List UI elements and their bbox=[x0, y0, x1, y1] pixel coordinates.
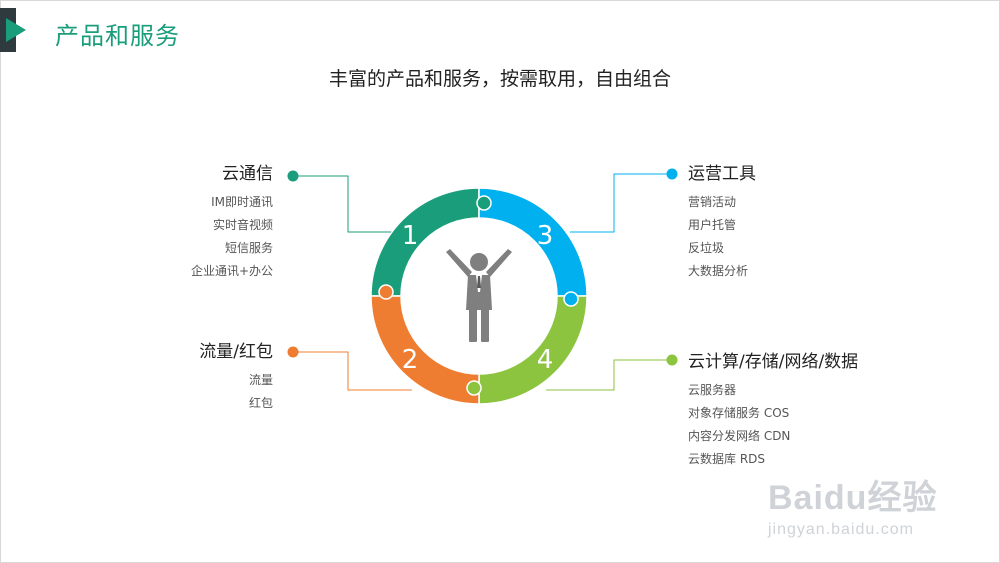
list-item: 营销活动 bbox=[688, 195, 737, 209]
segment-4-arc bbox=[478, 295, 588, 405]
group-items: 云服务器 对象存储服务 COS 内容分发网络 CDN 云数据库 RDS bbox=[688, 379, 858, 471]
segment-1-arc bbox=[370, 187, 480, 297]
watermark-url: jingyan.baidu.com bbox=[768, 521, 914, 538]
page-title: 产品和服务 bbox=[55, 22, 180, 50]
list-item: 红包 bbox=[248, 396, 273, 410]
list-item: IM即时通讯 bbox=[211, 195, 273, 209]
connector-segment-4 bbox=[546, 359, 672, 391]
group-items: 营销活动 用户托管 反垃圾 大数据分析 bbox=[688, 191, 756, 283]
group-cloud-communication: 云通信 IM即时通讯 实时音视频 短信服务 企业通讯+办公 bbox=[191, 163, 273, 283]
list-item: 短信服务 bbox=[224, 241, 273, 255]
segment-2-number: 2 bbox=[402, 345, 419, 375]
list-item: 流量 bbox=[248, 373, 273, 387]
tab-1-to-3 bbox=[476, 195, 492, 211]
segment-3-dot bbox=[666, 168, 678, 180]
watermark-logo: Baidu经验 bbox=[768, 479, 938, 517]
list-item: 企业通讯+办公 bbox=[190, 264, 273, 278]
segment-1-number: 1 bbox=[402, 221, 419, 251]
segment-3-number: 3 bbox=[537, 221, 554, 251]
group-cloud-computing: 云计算/存储/网络/数据 云服务器 对象存储服务 COS 内容分发网络 CDN … bbox=[688, 351, 858, 471]
watermark: Baidu经验 jingyan.baidu.com bbox=[768, 470, 988, 539]
segment-4-dot bbox=[666, 354, 678, 366]
list-item: 实时音视频 bbox=[212, 218, 273, 232]
list-item: 反垃圾 bbox=[688, 241, 725, 255]
group-heading: 云计算/存储/网络/数据 bbox=[688, 352, 859, 372]
segment-4-number: 4 bbox=[537, 345, 554, 375]
group-traffic-redpacket: 流量/红包 流量 红包 bbox=[199, 341, 273, 415]
group-heading: 流量/红包 bbox=[199, 342, 273, 362]
segment-2-arc bbox=[370, 295, 480, 405]
connector-segment-2 bbox=[293, 351, 412, 391]
list-item: 对象存储服务 COS bbox=[688, 406, 790, 420]
list-item: 云数据库 RDS bbox=[688, 452, 766, 466]
tab-4-to-2 bbox=[466, 380, 482, 396]
group-heading: 云通信 bbox=[222, 164, 273, 184]
connector-segment-3 bbox=[570, 173, 672, 233]
segment-1-dot bbox=[287, 170, 299, 182]
connector-lines bbox=[293, 173, 672, 391]
group-operation-tools: 运营工具 营销活动 用户托管 反垃圾 大数据分析 bbox=[688, 163, 756, 283]
group-items: IM即时通讯 实时音视频 短信服务 企业通讯+办公 bbox=[191, 191, 273, 283]
group-items: 流量 红包 bbox=[199, 369, 273, 415]
person-arms-raised-icon bbox=[446, 249, 512, 342]
list-item: 云服务器 bbox=[688, 383, 737, 397]
corner-arrow-icon bbox=[0, 8, 26, 52]
tab-2-to-1 bbox=[378, 284, 394, 300]
page-subtitle: 丰富的产品和服务，按需取用，自由组合 bbox=[328, 68, 671, 90]
segment-2-dot bbox=[287, 346, 299, 358]
list-item: 用户托管 bbox=[688, 218, 737, 232]
connector-segment-1 bbox=[293, 175, 392, 233]
group-heading: 运营工具 bbox=[688, 164, 756, 184]
segment-3-arc bbox=[478, 187, 588, 297]
tab-3-to-4 bbox=[563, 291, 579, 307]
list-item: 内容分发网络 CDN bbox=[688, 429, 791, 443]
list-item: 大数据分析 bbox=[688, 264, 749, 278]
